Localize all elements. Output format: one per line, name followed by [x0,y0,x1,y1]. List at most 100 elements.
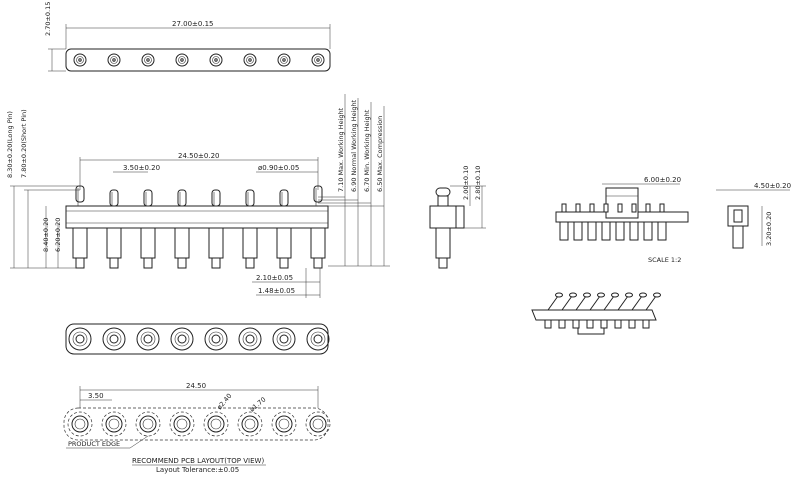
top-hole-center [180,58,184,62]
pin-tail-end [211,257,221,269]
bottom-hole-mid [208,331,224,347]
bottom-strip-body [65,323,329,355]
front-housing [65,205,329,229]
pin-tail-body [208,227,224,259]
pcb-pad [71,415,89,433]
side-tail [435,227,451,259]
dim-contact-dia: ø0.90±0.05 [258,164,299,172]
bottom-hole-outer [272,327,296,351]
top-hole-outer [141,53,155,67]
product-outline [63,407,329,441]
iso-view-upper: 6.00±0.20 SCALE 1:2 [555,176,689,264]
side-view: 2.00±0.10 2.80±0.10 [429,166,486,269]
pin-tail-end [245,257,255,269]
iso2-pin-tip [583,292,591,298]
iso2-pin [631,295,643,311]
dim-pcb-dia2: ø1.70 [248,396,267,414]
iso-pin-top [645,203,651,213]
dim-normal-work: 6.90 Normal Working Height [350,99,358,192]
iso-pin-top [575,203,581,213]
top-holes [73,53,325,67]
iso2-housing [531,309,657,321]
top-hole-center [78,58,82,62]
iso2-pin-tail [628,319,636,329]
iso2-pins [544,292,661,329]
pcb-title: RECOMMEND PCB LAYOUT(TOP VIEW) [132,457,264,465]
dim-pcb-dia1: ø2.40 [215,392,233,411]
top-view: 27.00±0.15 2.70±0.15 [44,2,331,72]
top-hole-outer [209,53,223,67]
pin-tail-end [75,257,85,269]
iso-pin-tail [573,221,583,241]
pin-tail-body [242,227,258,259]
pcb-holes [67,411,331,437]
top-hole-center [214,58,218,62]
bottom-hole-mid [310,331,326,347]
dim-end-450: 4.50±0.20 [754,182,791,190]
pcb-hole [176,418,188,430]
iso-pin-top [589,203,595,213]
side-plunger [437,195,449,207]
pin-tail-body [72,227,88,259]
iso-block [605,187,639,219]
product-edge-label: PRODUCT EDGE [68,440,120,448]
pin-tail-body [310,227,326,259]
top-hole-inner [76,56,84,64]
top-strip-body [65,48,331,72]
iso-pin-tail [643,221,653,241]
bottom-hole-mid [242,331,258,347]
dim-height-long: 8.30±0.20(Long Pin) [6,111,14,178]
dim-w-210: 2.10±0.05 [256,274,293,282]
pcb-pad [139,415,157,433]
pcb-layout: 24.50 3.50 ø2.40 ø1.70 PRODUCT EDGE RECO… [63,382,331,474]
pcb-hole [108,418,120,430]
dim-end-320: 3.20±0.20 [765,212,773,246]
dim-pcb-span: 24.50 [186,382,206,390]
top-hole-outer [243,53,257,67]
top-hole-inner [280,56,288,64]
pin-tail-end [143,257,153,269]
pin-plunger [109,189,119,207]
side-housing [429,205,457,229]
iso2-pin-tip [597,292,605,298]
pcb-keepout [305,411,331,437]
pin-tail-end [279,257,289,269]
iso2-pin-tail [614,319,622,329]
pcb-keepout [271,411,297,437]
pin-tail-body [140,227,156,259]
pcb-hole [142,418,154,430]
pcb-pad [105,415,123,433]
top-hole-inner [144,56,152,64]
bottom-hole-inner [143,334,153,344]
bottom-hole-inner [211,334,221,344]
end-slot [733,209,743,223]
bottom-hole-outer [170,327,194,351]
end-tail [732,225,744,249]
dim-pitch: 3.50±0.20 [123,164,160,172]
pcb-pad [207,415,225,433]
pcb-pad [173,415,191,433]
iso-pin-tail [559,221,569,241]
iso-pin-top [659,203,665,213]
side-tip [435,187,451,197]
bottom-hole-inner [245,334,255,344]
dim-side-200: 2.00±0.10 [462,166,470,200]
top-hole-inner [314,56,322,64]
dim-max-work: 7.10 Max. Working Height [337,107,345,192]
side-flange [455,205,465,229]
pcb-pad [309,415,327,433]
bottom-hole-outer [204,327,228,351]
end-view: 4.50±0.20 3.20±0.20 [716,182,791,249]
iso-view-lower [531,292,661,335]
side-tail-end [438,257,448,269]
bottom-hole-inner [109,334,119,344]
iso-pin-tail [615,221,625,241]
bottom-hole-inner [75,334,85,344]
pcb-keepout [203,411,229,437]
iso-pin-tail [657,221,667,241]
iso-pin-tail [601,221,611,241]
top-hole-outer [73,53,87,67]
bottom-hole-outer [68,327,92,351]
top-hole-center [112,58,116,62]
top-hole-center [248,58,252,62]
